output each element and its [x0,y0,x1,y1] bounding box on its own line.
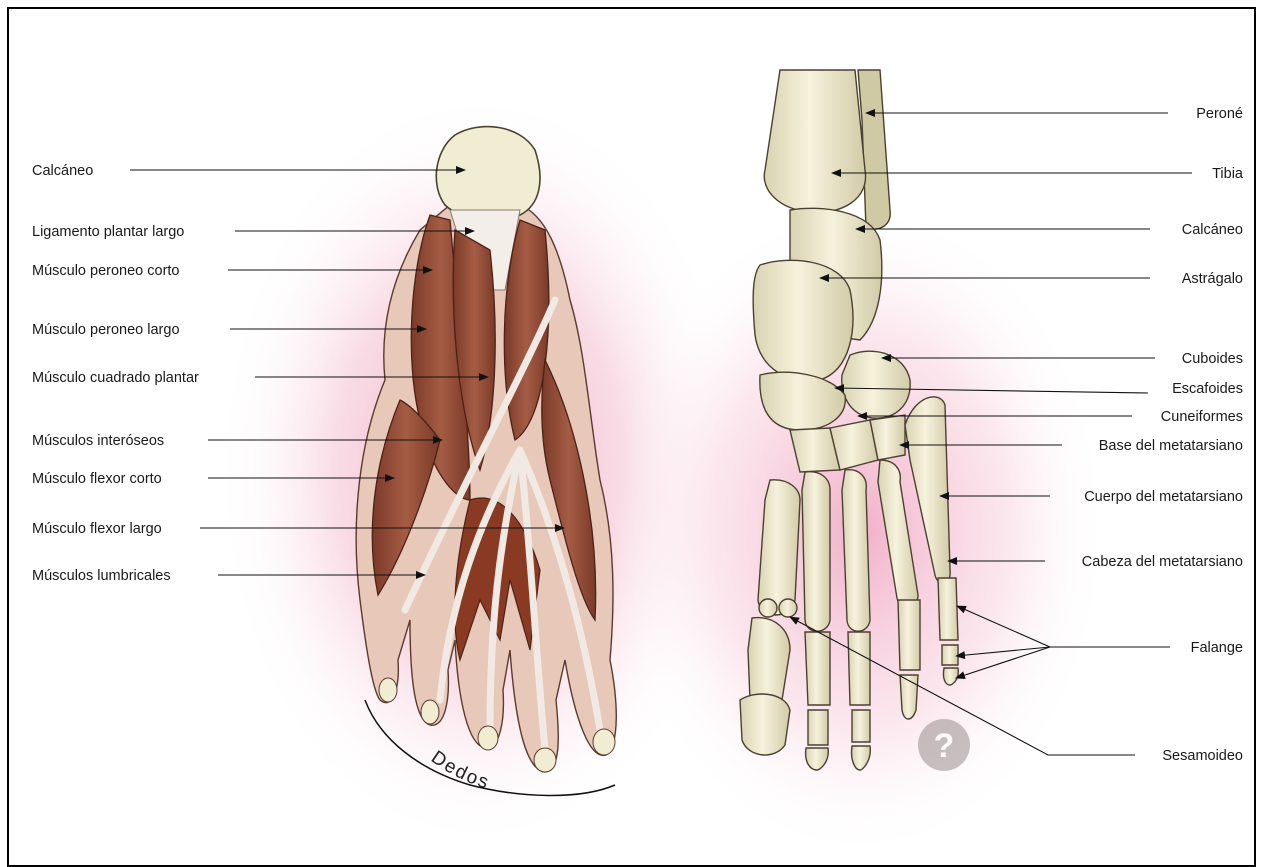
label-cuerpo-metatarsiano: Cuerpo del metatarsiano [1084,489,1243,505]
label-cuboides: Cuboides [1182,351,1243,367]
label-calcaneo-left: Calcáneo [32,163,93,179]
label-cuneiformes: Cuneiformes [1161,409,1243,425]
label-musculos-lumbricales: Músculos lumbricales [32,568,171,584]
right-labels: Peroné Tibia Calcáneo Astrágalo Cuboides… [1082,106,1244,764]
label-musculo-peroneo-largo: Músculo peroneo largo [32,322,180,338]
label-falange: Falange [1191,640,1243,656]
svg-text:?: ? [934,727,955,765]
calcaneus-bone [436,127,540,221]
label-sesamoideo: Sesamoideo [1162,748,1243,764]
label-musculo-flexor-largo: Músculo flexor largo [32,521,162,537]
label-calcaneo-right: Calcáneo [1182,222,1243,238]
label-escafoides: Escafoides [1172,381,1243,397]
label-cabeza-metatarsiano: Cabeza del metatarsiano [1082,554,1243,570]
label-ligamento-plantar-largo: Ligamento plantar largo [32,224,184,240]
label-perone: Peroné [1196,106,1243,122]
label-tibia: Tibia [1212,166,1244,182]
label-astragalo: Astrágalo [1182,271,1243,287]
label-base-metatarsiano: Base del metatarsiano [1099,438,1243,454]
left-labels: Calcáneo Ligamento plantar largo Músculo… [32,163,199,584]
label-musculo-peroneo-corto: Músculo peroneo corto [32,263,180,279]
question-mark-icon: ? [918,719,970,771]
label-musculo-cuadrado-plantar: Músculo cuadrado plantar [32,370,199,386]
label-musculo-flexor-corto: Músculo flexor corto [32,471,162,487]
label-musculos-interoseos: Músculos interóseos [32,433,164,449]
